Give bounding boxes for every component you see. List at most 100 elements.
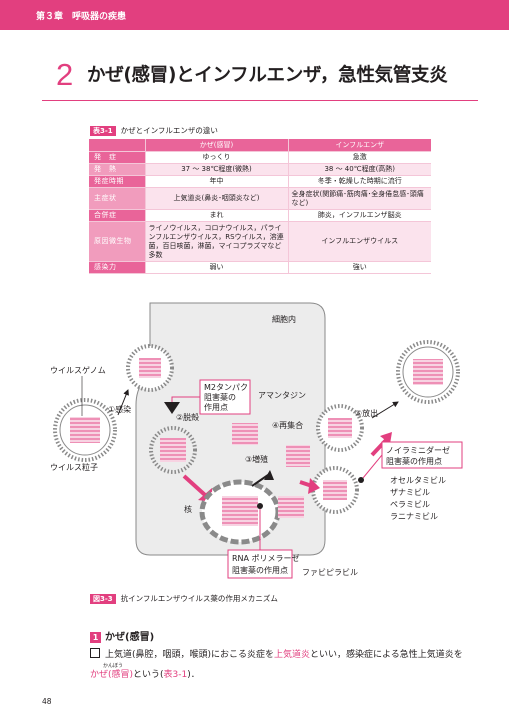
row-label: 発症時期 [89,175,145,188]
table-cell: インフルエンザウイルス [287,221,431,262]
table-row: 原因微生物 ライノウイルス，コロナウイルス，パラインフルエンザウイルス，RSウイ… [89,221,431,262]
section-number: 2 [56,57,74,92]
rna-label-line2: 阻害薬の作用点 [232,565,288,575]
row-label: 主症状 [89,187,145,210]
page-number: 48 [42,697,52,706]
table-caption-text: かぜとインフルエンザの違い [120,126,218,135]
row-label: 原因微生物 [89,221,145,262]
subsection-title: かぜ(感冒) [105,632,155,643]
step-infection-label: ①感染 [108,404,131,414]
term-upper-airway-inflammation: 上気道炎 [274,650,311,660]
na-drug-3: ペラミビル [390,500,430,509]
table-header-cell: かぜ(感冒) [144,139,288,152]
table-row: 感染力 弱い 強い [89,261,431,274]
infection-arrow [117,389,129,416]
virus-genome-label: ウイルスゲノム [50,365,106,375]
favipiravir-label: ファビピラビル [302,568,358,577]
row-label: 感染力 [89,261,145,274]
na-inhibitor-box [381,441,463,469]
table-cell: 37 〜 38℃程度(微熱) [144,163,288,176]
virus-particle-entering [126,344,174,392]
table-cell: 冬季・乾燥した時期に流行 [287,175,431,188]
figure-caption-text: 抗インフルエンザウイルス薬の作用メカニズム [120,594,278,603]
virus-particle-incoming [53,398,117,462]
row-label: 発 症 [89,151,145,164]
na-connector [362,454,383,479]
table-row: 発 熱 37 〜 38℃程度(微熱) 38 〜 40℃程度(高熱) [89,163,431,176]
rna-block-3 [278,496,304,518]
replication-arrowhead [264,470,274,480]
step-release-label: ⑤放出 [355,408,378,418]
para-text: 上気道(鼻腔，咽頭，喉頭)におこる炎症を [105,650,275,660]
cell-label: 細胞内 [272,314,296,324]
table-cell: ライノウイルス，コロナウイルス，パラインフルエンザウイルス，RSウイルス，溶連菌… [144,221,288,262]
table-cell: 年中 [144,175,288,188]
para-text: という( [133,670,164,680]
table-header-cell [89,139,145,152]
table-cell: 強い [287,261,431,274]
checkbox-square-icon [90,648,100,658]
table-header-row: かぜ(感冒) インフルエンザ [89,139,431,152]
table-reference: 表3-1 [163,670,188,680]
entry-arrow [164,402,180,414]
rna-action-point [257,503,263,509]
release-arrow [371,401,399,419]
table-cell: ゆっくり [144,151,288,164]
na-label-line1: ノイラミニダーゼ [386,445,450,455]
comparison-table: かぜ(感冒) インフルエンザ 発 症 ゆっくり 急激 発 熱 37 〜 38℃程… [89,139,431,274]
table-cell: 38 〜 40℃程度(高熱) [287,163,431,176]
na-arrow [370,436,390,457]
na-drug-2: ザナミビル [390,488,430,497]
na-action-point [358,477,364,483]
para-text: といい，感染症による急性上気道炎を [310,650,463,660]
ruby-annotation: かんぼう [103,663,124,669]
subsection-number: 1 [90,632,101,643]
virus-budding [311,466,359,514]
table-cell: 肺炎，インフルエンザ脳炎 [287,209,431,222]
term-common-cold: かぜ(感冒) [90,670,134,680]
nucleus-rna [222,496,258,526]
section-title: かぜ(感冒)とインフルエンザ，急性気管支炎 [87,65,448,86]
step-uncoating-label: ②脱殻 [176,412,199,422]
rna-block-1 [232,423,258,445]
row-label: 合併症 [89,209,145,222]
row-label: 発 熱 [89,163,145,176]
m2-label-line3: 作用点 [204,402,228,412]
para-text: )． [187,670,200,680]
table-cell: 急激 [287,151,431,164]
amantadine-label: アマンタジン [258,391,306,400]
nucleus-label: 核 [184,504,192,514]
na-drug-4: ラニナミビル [390,512,438,521]
table-row: 発 症 ゆっくり 急激 [89,151,431,164]
virus-released [396,340,460,404]
na-drug-1: オセルタミビル [390,476,446,485]
budding-arrowhead [308,478,320,494]
table-cell: 全身症状(関節痛･筋肉痛･全身倦怠感･頭痛など) [287,187,431,210]
table-cell: 上気道炎(鼻炎･咽頭炎など) [144,187,288,210]
virus-particle-label: ウイルス粒子 [50,462,98,472]
step-replication-label: ③増殖 [245,454,268,464]
table-row: 発症時期 年中 冬季・乾燥した時期に流行 [89,175,431,188]
title-rule [42,100,478,101]
table-row: 主症状 上気道炎(鼻炎･咽頭炎など) 全身症状(関節痛･筋肉痛･全身倦怠感･頭痛… [89,187,431,210]
replication-arrow [251,474,269,487]
subsection-heading: 1 かぜ(感冒) [90,628,154,643]
influenza-mechanism-diagram: 細胞内 ウイルスゲノム ウイルス粒子 ①感染 M2タンパク 阻害薬の 作用点 ア… [50,302,463,579]
virus-assembling [316,404,364,452]
table-header-cell: インフルエンザ [287,139,431,152]
table-cell: まれ [144,209,288,222]
rna-polymerase-inhibitor-box [227,549,293,579]
table-cell: 弱い [144,261,288,274]
step-reassembly-label: ④再集合 [272,420,303,430]
virus-uncoating [149,426,197,474]
m2-label-line2: 阻害薬の [204,392,236,402]
body-paragraph: 上気道(鼻腔，咽頭，喉頭)におこる炎症を上気道炎といい，感染症による急性上気道炎… [90,645,470,685]
chapter-header: 第３章 呼吸器の疾患 [36,12,127,22]
rna-label-line1: RNA ポリメラーゼ [232,553,300,563]
m2-label-line1: M2タンパク [204,383,248,392]
uncoating-arrow [182,474,207,497]
rna-block-2 [286,445,310,467]
na-arrowhead [380,432,392,444]
